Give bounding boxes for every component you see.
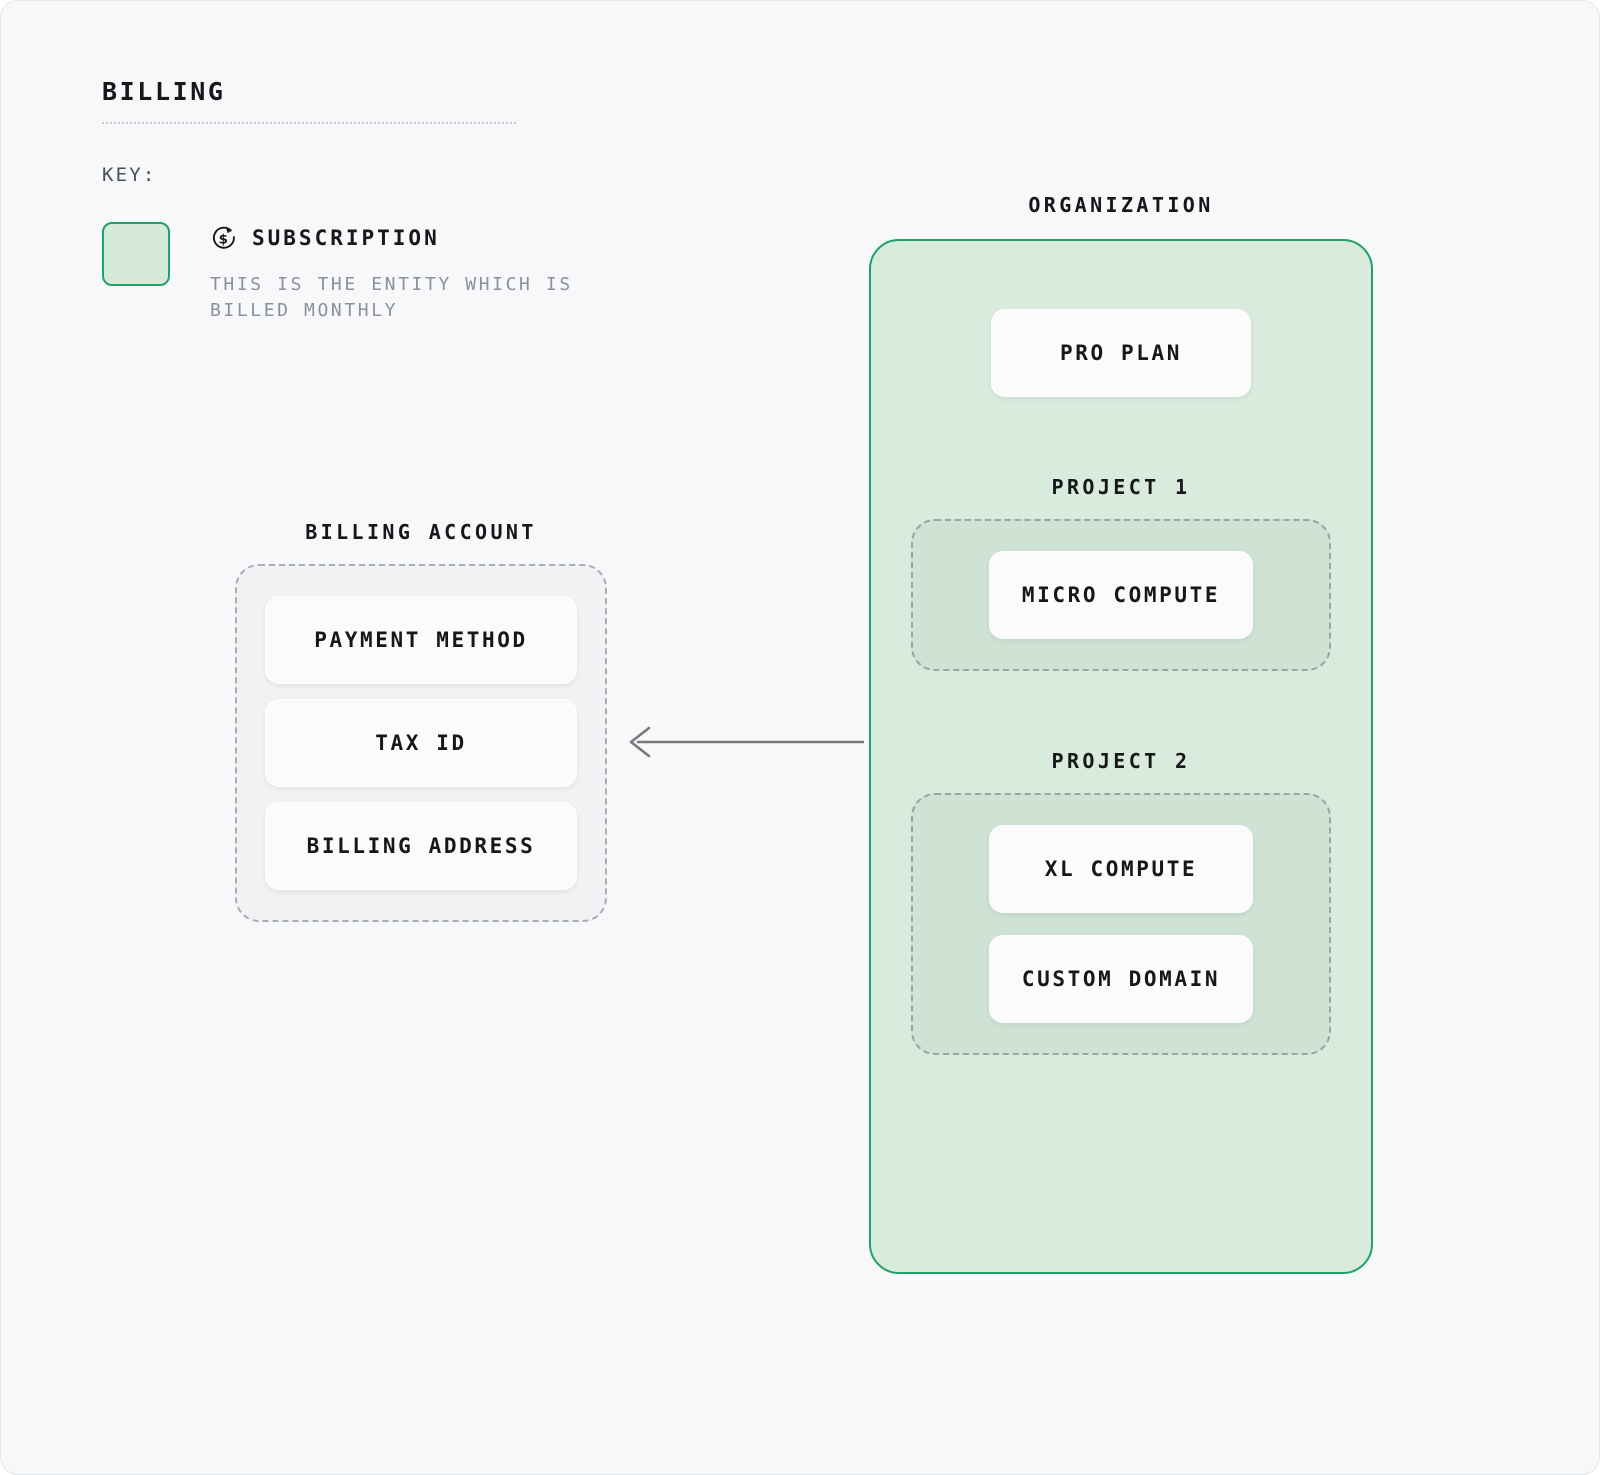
project-1-box: MICRO COMPUTE — [911, 519, 1331, 671]
legend-description: THIS IS THE ENTITY WHICH IS BILLED MONTH… — [210, 274, 573, 322]
billing-account-box: PAYMENT METHOD TAX ID BILLING ADDRESS — [235, 564, 607, 922]
project-group-2: PROJECT 2 XL COMPUTE CUSTOM DOMAIN — [911, 749, 1331, 1055]
svg-text:$: $ — [219, 232, 228, 247]
legend-title-row: $ SUBSCRIPTION — [210, 224, 630, 252]
organization-caption: ORGANIZATION — [1028, 193, 1214, 217]
subscription-icon: $ — [212, 226, 235, 249]
key-label: KEY: — [102, 164, 157, 186]
plan-card-pro-plan[interactable]: PRO PLAN — [991, 309, 1251, 397]
resource-custom-domain[interactable]: CUSTOM DOMAIN — [989, 935, 1253, 1023]
billing-item-billing-address[interactable]: BILLING ADDRESS — [265, 802, 577, 890]
project-2-box: XL COMPUTE CUSTOM DOMAIN — [911, 793, 1331, 1055]
billing-account-caption: BILLING ACCOUNT — [305, 520, 537, 544]
project-2-caption: PROJECT 2 — [1051, 749, 1191, 773]
legend-color-swatch — [102, 222, 170, 286]
project-group-1: PROJECT 1 MICRO COMPUTE — [911, 475, 1331, 671]
billing-account-group: BILLING ACCOUNT PAYMENT METHOD TAX ID BI… — [235, 520, 607, 922]
organization-to-billing-account-arrow — [629, 726, 864, 758]
project-1-caption: PROJECT 1 — [1051, 475, 1191, 499]
legend-item-subscription: $ SUBSCRIPTION THIS IS THE ENTITY WHICH … — [102, 222, 630, 324]
billing-item-tax-id[interactable]: TAX ID — [265, 699, 577, 787]
organization-box: PRO PLAN PROJECT 1 MICRO COMPUTE PROJECT… — [869, 239, 1373, 1274]
resource-micro-compute[interactable]: MICRO COMPUTE — [989, 551, 1253, 639]
page-title: BILLING — [102, 77, 226, 106]
legend-text-block: $ SUBSCRIPTION THIS IS THE ENTITY WHICH … — [210, 222, 630, 324]
billing-item-payment-method[interactable]: PAYMENT METHOD — [265, 596, 577, 684]
header: BILLING — [102, 79, 520, 124]
header-divider — [102, 122, 518, 124]
legend-title: SUBSCRIPTION — [252, 226, 440, 250]
resource-xl-compute[interactable]: XL COMPUTE — [989, 825, 1253, 913]
organization-group: ORGANIZATION PRO PLAN PROJECT 1 MICRO CO… — [869, 193, 1373, 1274]
